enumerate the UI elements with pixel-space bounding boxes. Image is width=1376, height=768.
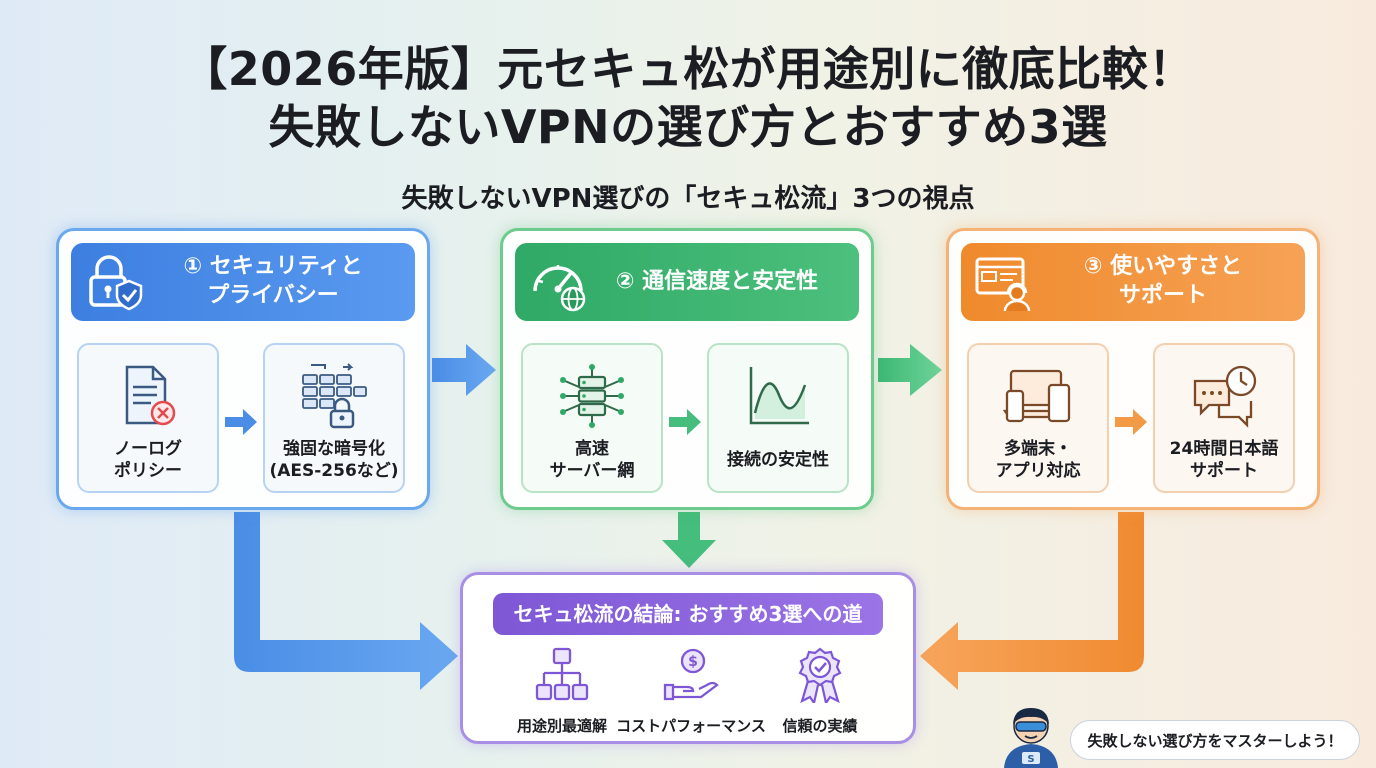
item-connection-stability: 接続の安定性 — [707, 343, 849, 493]
arrow-panel3-to-result — [920, 512, 1144, 690]
panel-3-heading-line2: サポート — [1118, 283, 1207, 308]
svg-text:$: $ — [688, 654, 698, 670]
item-multi-device-line2: アプリ対応 — [995, 461, 1081, 481]
item-fast-server-line2: サーバー網 — [549, 461, 635, 481]
inner-arrow-1 — [225, 409, 257, 435]
support-agent-icon — [975, 257, 1031, 312]
hand-coin-icon: $ — [663, 648, 719, 701]
devices-icon — [1003, 369, 1071, 423]
item-encryption-line1: 強固な暗号化 — [283, 438, 385, 459]
item-strong-encryption: 強固な暗号化 (AES-256など) — [263, 343, 405, 493]
inner-arrow-2 — [669, 409, 701, 435]
item-multi-device: 多端末・ アプリ対応 — [967, 343, 1109, 493]
svg-text:S: S — [1027, 754, 1034, 765]
panel-2-heading-line1: ② 通信速度と安定性 — [615, 268, 819, 294]
panel-security-privacy: ① セキュリティと プライバシー ノーログ ポリシー — [56, 228, 430, 510]
wave-graph-icon — [749, 367, 809, 425]
panel-1-heading-line1: ① セキュリティと — [183, 254, 363, 280]
item-support-line1: 24時間日本語 — [1169, 438, 1279, 459]
result-item-use-case-label: 用途別最適解 — [516, 717, 607, 735]
panel-usability-support: ③ 使いやすさと サポート 多端末・ アプリ対応 24時間日本語 サポート — [946, 228, 1320, 510]
item-multi-device-line1: 多端末・ — [1004, 438, 1072, 459]
page-title-line1: 【2026年版】元セキュ松が用途別に徹底比較！ — [181, 42, 1195, 96]
flowchart-icon — [535, 647, 589, 701]
item-stability-line1: 接続の安定性 — [727, 449, 829, 470]
item-no-log-policy: ノーログ ポリシー — [77, 343, 219, 493]
page-title-line2: 失敗しないVPNの選び方とおすすめ3選 — [268, 100, 1108, 154]
result-item-cost-label: コストパフォーマンス — [616, 717, 766, 735]
panel-1-heading-line2: プライバシー — [207, 283, 339, 308]
server-network-icon — [560, 364, 624, 428]
mascot-speech-bubble: 失敗しない選び方をマスターしよう！ — [1070, 720, 1360, 760]
result-heading: セキュ松流の結論: おすすめ3選への道 — [493, 593, 883, 635]
inner-arrow-3 — [1115, 409, 1147, 435]
panel-3-heading-line1: ③ 使いやすさと — [1083, 254, 1243, 280]
arrow-panel1-to-panel2 — [432, 344, 496, 396]
result-item-use-case: 用途別最適解 — [487, 647, 637, 736]
arrow-panel2-to-panel3 — [878, 344, 942, 396]
item-no-log-line2: ポリシー — [114, 461, 182, 481]
result-item-trust: 信頼の実績 — [745, 647, 895, 736]
panel-1-header: ① セキュリティと プライバシー — [71, 243, 415, 321]
panel-2-header: ② 通信速度と安定性 — [515, 243, 859, 321]
arrow-panel1-to-result — [234, 512, 458, 690]
item-japanese-support: 24時間日本語 サポート — [1153, 343, 1295, 493]
item-fast-server-network: 高速 サーバー網 — [521, 343, 663, 493]
arrow-panel2-to-result — [662, 512, 716, 568]
item-support-line2: サポート — [1189, 461, 1258, 481]
award-badge-icon — [798, 647, 842, 703]
item-no-log-line1: ノーログ — [114, 438, 182, 459]
speedometer-globe-icon — [533, 265, 586, 312]
item-encryption-line2: (AES-256など) — [269, 461, 399, 481]
panel-3-header: ③ 使いやすさと サポート — [961, 243, 1305, 321]
result-item-cost: $ コストパフォーマンス — [616, 647, 766, 736]
result-item-trust-label: 信頼の実績 — [782, 717, 858, 735]
encryption-lock-icon — [302, 363, 367, 429]
item-fast-server-line1: 高速 — [575, 438, 609, 459]
lock-shield-icon — [89, 255, 143, 311]
document-x-icon — [125, 365, 176, 426]
panel-speed-stability: ② 通信速度と安定性 高速 サーバー網 — [500, 228, 874, 510]
page-subtitle: 失敗しないVPN選びの「セキュ松流」3つの視点 — [401, 184, 975, 214]
result-panel: セキュ松流の結論: おすすめ3選への道 用途別最適解 $ コストパフォーマンス … — [460, 572, 916, 744]
mascot-avatar: S — [1004, 708, 1058, 768]
chat-clock-icon — [1193, 365, 1257, 428]
